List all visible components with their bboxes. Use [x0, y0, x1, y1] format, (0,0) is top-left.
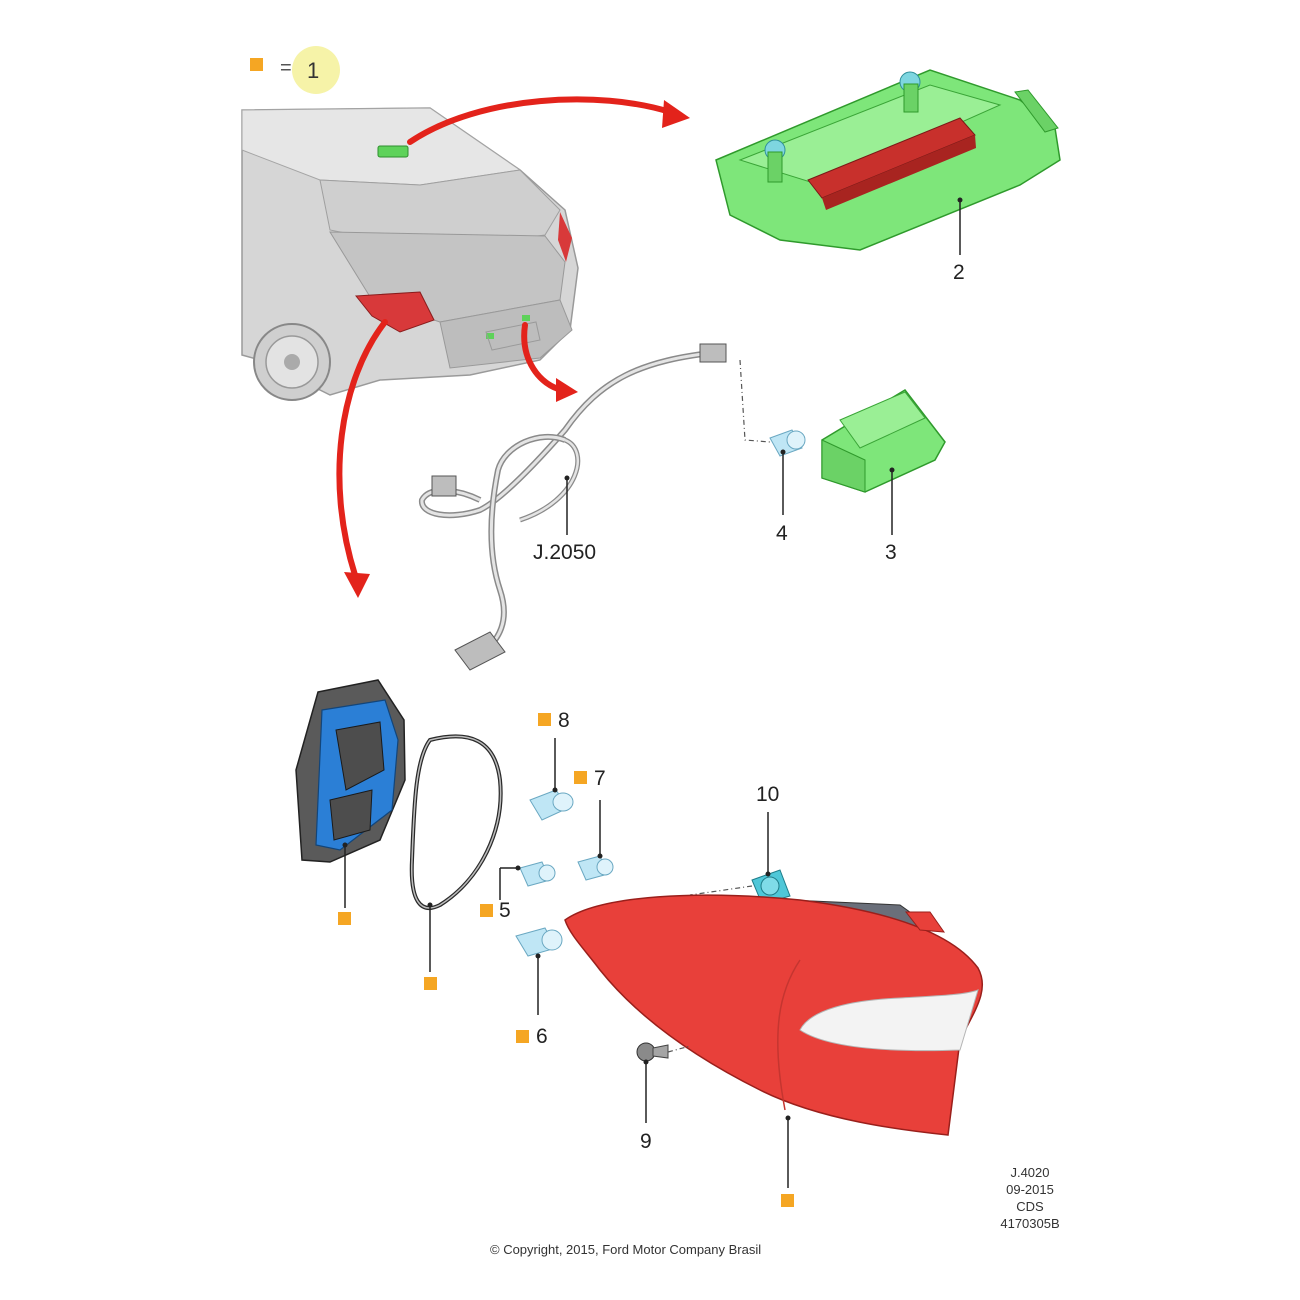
bulb-8 [529, 789, 574, 821]
legend-highlight-circle [292, 46, 340, 94]
label-part-8: 8 [558, 709, 570, 732]
dash-line-bulb-4 [739, 359, 771, 443]
callout-arrows [336, 96, 673, 578]
arrow-heads [344, 100, 690, 598]
stamp-dept: CDS [1016, 1199, 1044, 1214]
high-mount-stop-lamp [715, 69, 1061, 251]
marker-part-6 [516, 1030, 529, 1043]
leader-dots [342, 197, 963, 1121]
arrow-head-high-mount [662, 100, 690, 128]
arrow-to-license-lamp [521, 322, 565, 393]
tail-lamp-bulb-holder [295, 679, 406, 863]
label-part-4: 4 [776, 522, 788, 545]
drawing-stamp: J.4020 09-2015 CDS 4170305B [985, 1164, 1075, 1232]
harness-connectors [431, 343, 727, 671]
label-part-10: 10 [756, 783, 780, 806]
bulb-socket-10 [751, 869, 791, 905]
marker-bulb-holder [338, 912, 351, 925]
stamp-number: 4170305B [1000, 1216, 1060, 1231]
label-part-7: 7 [594, 767, 606, 790]
label-harness: J.2050 [533, 541, 597, 564]
wiring-harness [419, 349, 721, 658]
legend-marker-square [250, 58, 263, 71]
copyright-notice: © Copyright, 2015, Ford Motor Company Br… [490, 1242, 762, 1257]
arrow-to-tail-lamp [336, 319, 388, 578]
bulb-7 [577, 855, 614, 881]
leader-lines [344, 200, 961, 1188]
bulb-6 [515, 927, 563, 957]
arrow-head-license [556, 378, 578, 402]
bulb-5 [519, 861, 556, 887]
label-part-2: 2 [953, 261, 965, 284]
arrow-to-high-mount-lamp [407, 96, 673, 145]
label-part-5: 5 [499, 899, 511, 922]
screw-9 [636, 1042, 669, 1062]
car-rear-view [241, 107, 579, 401]
marker-tail-lamp [781, 1194, 794, 1207]
stamp-date: 09-2015 [1006, 1182, 1054, 1197]
license-plate-lamp [821, 389, 946, 493]
label-part-6: 6 [536, 1025, 548, 1048]
legend-equals: = [280, 57, 292, 79]
legend-number: 1 [307, 58, 320, 83]
marker-part-7 [574, 771, 587, 784]
stamp-code: J.4020 [1010, 1165, 1050, 1180]
arrow-head-tail-lamp [344, 572, 370, 598]
marker-gasket [424, 977, 437, 990]
tail-lamp-assembly [564, 894, 983, 1136]
license-bulb [769, 429, 806, 457]
label-part-3: 3 [885, 541, 897, 564]
label-part-9: 9 [640, 1130, 652, 1153]
marker-part-5 [480, 904, 493, 917]
marker-part-8 [538, 713, 551, 726]
tail-lamp-gasket [409, 734, 503, 910]
